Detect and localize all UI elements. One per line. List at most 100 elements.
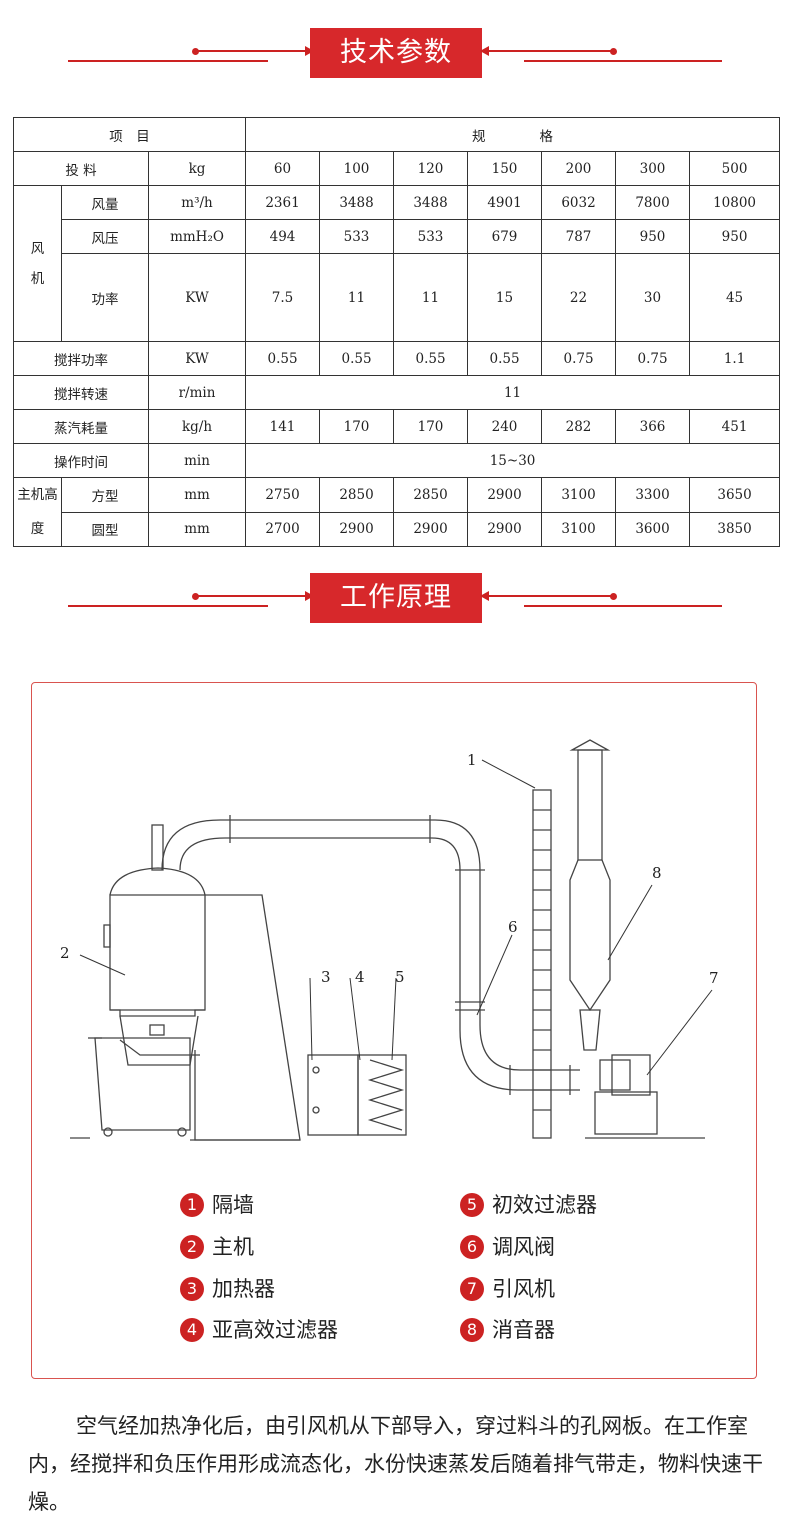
table-row-fan-power: 功率 KW 7.5 11 11 15 22 30 45 xyxy=(14,253,781,342)
legend-number: 2 xyxy=(180,1235,204,1259)
legend-label: 消音器 xyxy=(492,1318,555,1342)
header-line-left xyxy=(68,605,268,607)
cell: 282 xyxy=(541,409,617,444)
cell: 11 xyxy=(319,253,395,342)
cell: 0.55 xyxy=(319,341,395,376)
cell: 3488 xyxy=(393,185,469,220)
cell: 366 xyxy=(615,409,691,444)
legend-number: 7 xyxy=(460,1277,484,1301)
cell: 45 xyxy=(689,253,781,342)
cell: 100 xyxy=(319,151,395,186)
cell: 0.75 xyxy=(615,341,691,376)
row-label: 投 料 xyxy=(13,151,149,186)
cell: 240 xyxy=(467,409,543,444)
legend-label: 初效过滤器 xyxy=(492,1193,597,1217)
row-unit: min xyxy=(147,443,247,478)
partition-wall xyxy=(532,789,552,1139)
legend-number: 4 xyxy=(180,1318,204,1342)
cell: 3850 xyxy=(689,511,781,547)
table-row-op-time: 操作时间 min 15~30 xyxy=(13,443,781,478)
header-line-left xyxy=(68,60,268,62)
header-line-right-upper xyxy=(480,591,617,601)
legend-number: 1 xyxy=(180,1193,204,1217)
callout-7: 7 xyxy=(709,969,719,987)
legend-number: 8 xyxy=(460,1318,484,1342)
table-row-fan-volume: 风 机 风量 m³/h 2361 3488 3488 4901 6032 780… xyxy=(13,185,781,342)
cell: 141 xyxy=(245,409,321,444)
cell: 60 xyxy=(245,151,321,186)
cell: 950 xyxy=(689,219,781,254)
table-row-stir-power: 搅拌功率 KW 0.55 0.55 0.55 0.55 0.75 0.75 1.… xyxy=(13,341,781,376)
table-row-fan-pressure: 风压 mmH₂O 494 533 533 679 787 950 950 xyxy=(14,219,781,254)
row-label: 搅拌功率 xyxy=(13,341,149,376)
row-label: 圆型 xyxy=(61,511,149,547)
table-row-height-square: 主机高度 方型 mm 2750 2850 2850 2900 3100 3300… xyxy=(13,477,781,547)
header-line-left-upper xyxy=(192,591,314,601)
row-label: 方型 xyxy=(61,477,149,513)
row-label: 操作时间 xyxy=(13,443,149,478)
legend-label: 引风机 xyxy=(492,1277,555,1301)
row-unit: mm xyxy=(147,477,247,513)
cell: 30 xyxy=(615,253,691,342)
row-unit: mmH₂O xyxy=(147,219,247,254)
row-label: 风压 xyxy=(61,219,149,254)
table-row-steam: 蒸汽耗量 kg/h 141 170 170 240 282 366 451 xyxy=(13,409,781,444)
row-label: 功率 xyxy=(61,253,149,342)
cell: 15 xyxy=(467,253,543,342)
cell: 2750 xyxy=(245,477,321,513)
callout-6: 6 xyxy=(508,918,518,936)
legend-number: 6 xyxy=(460,1235,484,1259)
cell: 4901 xyxy=(467,185,543,220)
table-row-stir-speed: 搅拌转速 r/min 11 xyxy=(13,375,781,410)
section-title: 工作原理 xyxy=(310,573,482,623)
cell: 10800 xyxy=(689,185,781,220)
cell: 2850 xyxy=(393,477,469,513)
header-line-right xyxy=(524,60,722,62)
row-label: 蒸汽耗量 xyxy=(13,409,149,444)
header-line-left-upper xyxy=(192,46,314,56)
cell: 0.55 xyxy=(467,341,543,376)
cell: 150 xyxy=(467,151,543,186)
row-group-label: 风 机 xyxy=(13,185,62,342)
cell: 0.55 xyxy=(393,341,469,376)
cell: 950 xyxy=(615,219,691,254)
legend-item: 4 亚高效过滤器 xyxy=(180,1316,338,1344)
cell: 3100 xyxy=(541,477,617,513)
spec-table: 项 目 规 格 投 料 kg 60 100 120 150 200 300 50… xyxy=(12,117,781,547)
section-title: 技术参数 xyxy=(310,28,482,78)
cell: 2900 xyxy=(319,511,395,547)
cell: 200 xyxy=(541,151,617,186)
legend-number: 5 xyxy=(460,1193,484,1217)
legend-label: 隔墙 xyxy=(212,1193,254,1217)
filter-5-pleats xyxy=(367,1059,405,1131)
row-unit: mm xyxy=(147,511,247,547)
cell: 2700 xyxy=(245,511,321,547)
cell: 3100 xyxy=(541,511,617,547)
legend-label: 亚高效过滤器 xyxy=(212,1318,338,1342)
table-row-feed: 投 料 kg 60 100 120 150 200 300 500 xyxy=(13,151,781,186)
header-item: 项 目 xyxy=(12,117,247,152)
cell: 6032 xyxy=(541,185,617,220)
cell: 500 xyxy=(689,151,781,186)
process-diagram: 1 2 3 4 5 6 7 8 xyxy=(60,739,719,1141)
legend-item: 1 隔墙 xyxy=(180,1191,254,1219)
cell: 679 xyxy=(467,219,543,254)
cell: 2900 xyxy=(393,511,469,547)
table-header-row: 项 目 规 格 xyxy=(12,117,781,152)
cell: 451 xyxy=(689,409,781,444)
cell: 787 xyxy=(541,219,617,254)
section-header-tech-params: 技术参数 xyxy=(0,28,790,78)
row-label: 风量 xyxy=(61,185,149,220)
cell: 1.1 xyxy=(689,341,781,376)
cell: 0.75 xyxy=(541,341,617,376)
cell: 15~30 xyxy=(245,443,781,478)
main-unit-dome xyxy=(109,867,206,896)
cell: 533 xyxy=(393,219,469,254)
legend-item: 8 消音器 xyxy=(460,1316,555,1344)
cell: 22 xyxy=(541,253,617,342)
cell: 2900 xyxy=(467,511,543,547)
row-unit: kg/h xyxy=(147,409,247,444)
main-unit-stack xyxy=(151,824,164,871)
